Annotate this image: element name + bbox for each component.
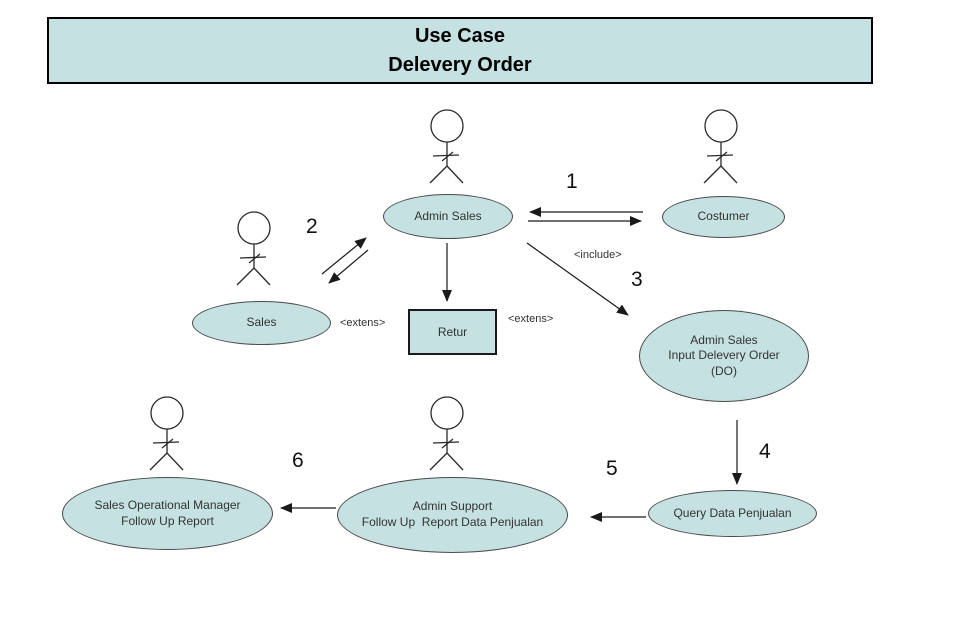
actor-icon-admin-sales — [429, 109, 464, 184]
arrow-admin-sales-to-sales — [328, 249, 369, 284]
edge-number-4: 4 — [759, 440, 771, 463]
stereotype-include: <include> — [574, 249, 622, 261]
actor-icon-sales-op-manager — [149, 396, 184, 471]
process-box-retur: Retur — [408, 309, 497, 355]
edge-number-1: 1 — [566, 170, 578, 193]
edge-number-3: 3 — [631, 268, 643, 291]
usecase-sales-operational-manager: Sales Operational Manager Follow Up Repo… — [62, 477, 273, 550]
stereotype-extens-left: <extens> — [340, 317, 386, 329]
diagram-title: Use Case Delevery Order — [47, 17, 873, 84]
usecase-admin-support-follow-up: Admin Support Follow Up Report Data Penj… — [337, 477, 568, 553]
usecase-sales: Sales — [192, 301, 331, 345]
usecase-costumer: Costumer — [662, 196, 785, 238]
arrow-sales-to-admin-sales — [321, 237, 367, 275]
usecase-query-data-penjualan: Query Data Penjualan — [648, 490, 817, 537]
actor-icon-costumer — [703, 109, 738, 184]
arrow-include-admin-sales-to-input-do — [526, 242, 629, 316]
title-line-2: Delevery Order — [388, 53, 532, 76]
edge-number-5: 5 — [606, 457, 618, 480]
edge-number-6: 6 — [292, 449, 304, 472]
edge-number-2: 2 — [306, 215, 318, 238]
stereotype-extens-right: <extens> — [508, 313, 554, 325]
usecase-input-delevery-order: Admin Sales Input Delevery Order (DO) — [639, 310, 809, 402]
actor-icon-sales — [236, 211, 271, 286]
usecase-admin-sales: Admin Sales — [383, 194, 513, 239]
title-line-1: Use Case — [414, 24, 506, 47]
actor-icon-admin-support — [429, 396, 464, 471]
